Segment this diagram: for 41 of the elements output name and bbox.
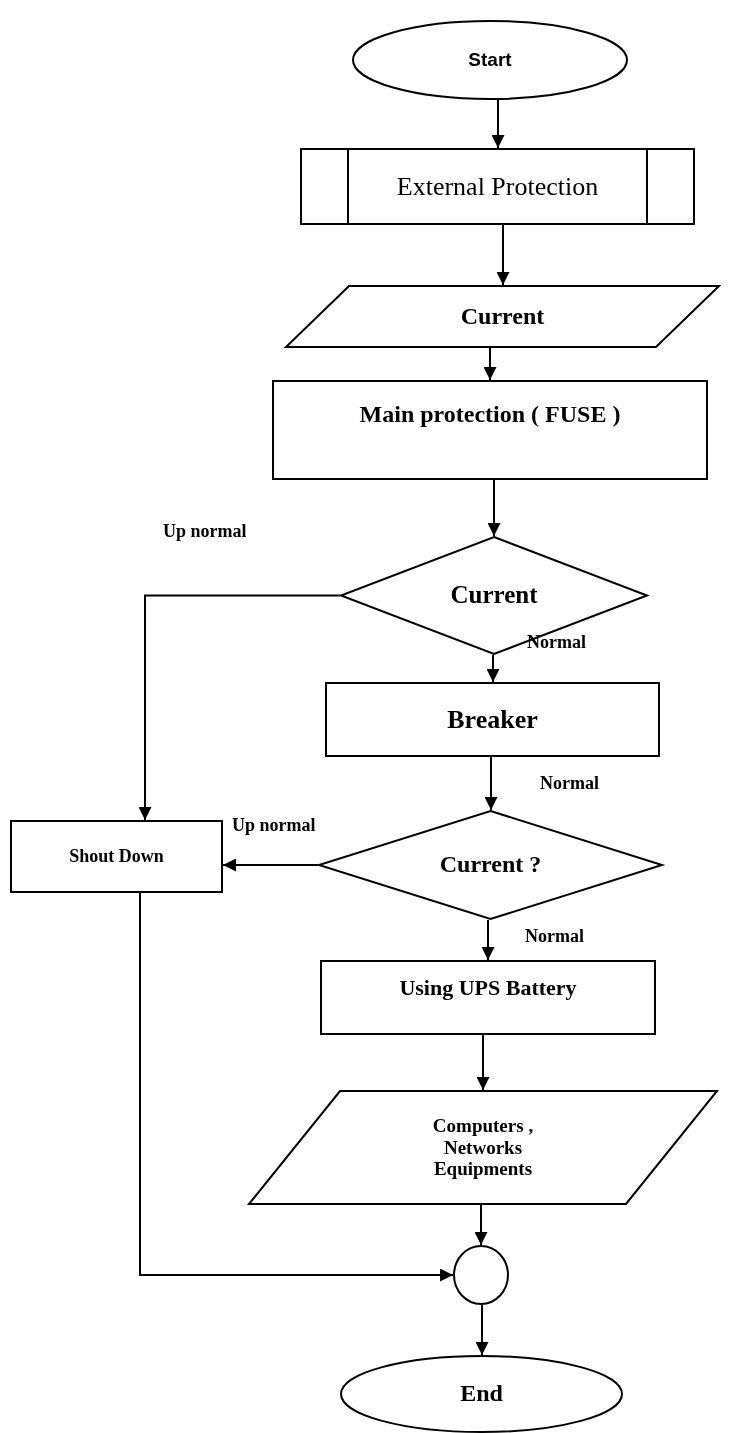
node-label: Current ? — [439, 851, 542, 879]
node-label: External Protection — [396, 171, 599, 202]
process-box — [272, 380, 708, 480]
node-label: Computers , Networks Equipments — [431, 1114, 535, 1181]
decision-diamond — [340, 536, 648, 655]
arrow — [222, 858, 319, 872]
arrow — [476, 1034, 490, 1091]
end-terminal — [340, 1355, 623, 1433]
node-label: Current — [450, 581, 538, 610]
arrow — [486, 654, 500, 683]
arrow — [491, 99, 505, 149]
node-label: Breaker — [447, 704, 538, 735]
arrow — [139, 892, 454, 1282]
start-terminal — [352, 20, 628, 100]
edge-label: Up normal — [163, 521, 247, 542]
arrow — [138, 594, 341, 821]
node-label: Using UPS Battery — [399, 974, 577, 1001]
arrow — [484, 756, 498, 811]
arrow — [475, 1304, 489, 1356]
decision-diamond — [318, 810, 663, 920]
edge-label: Normal — [527, 632, 586, 653]
data-parallelogram — [285, 285, 720, 348]
edge-label: Normal — [525, 926, 584, 947]
data-parallelogram — [248, 1090, 718, 1205]
node-label: Shout Down — [69, 846, 164, 867]
process-box — [320, 960, 656, 1035]
arrow — [496, 224, 510, 286]
connector-circle — [453, 1245, 509, 1305]
edge-label: Normal — [540, 773, 599, 794]
process-box — [10, 820, 223, 893]
node-label: Main protection ( FUSE ) — [359, 401, 621, 429]
arrow — [487, 479, 501, 537]
arrow — [474, 1204, 488, 1246]
predefined-process-box — [300, 148, 695, 225]
node-label: Start — [468, 49, 512, 71]
arrow — [483, 347, 497, 381]
edge-label: Up normal — [232, 815, 316, 836]
arrow — [481, 919, 495, 961]
process-box — [325, 682, 660, 757]
node-label: End — [460, 1380, 503, 1408]
node-label: Current — [460, 302, 545, 331]
